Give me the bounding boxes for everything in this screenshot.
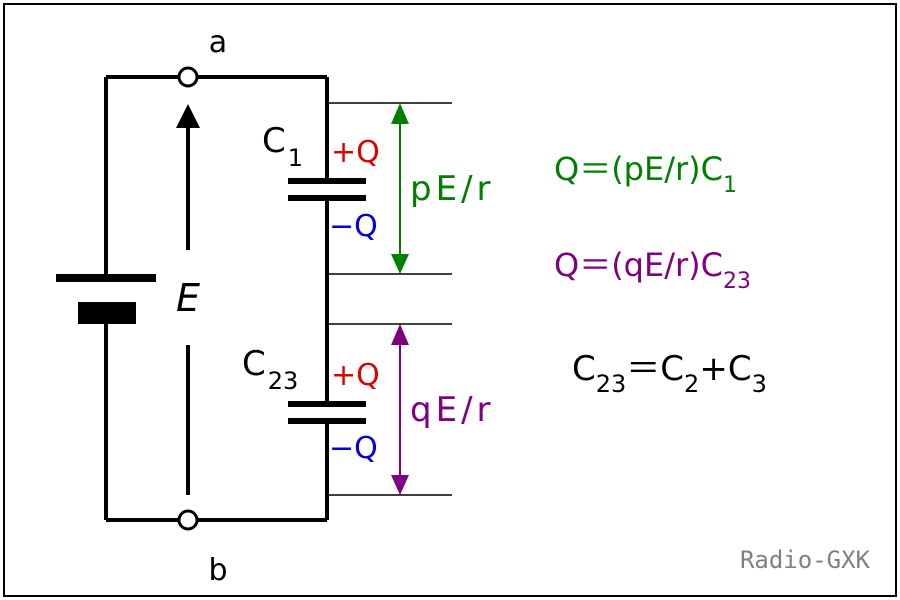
- terminal-a: [177, 66, 199, 88]
- upper-voltage-label: pE/r: [410, 169, 495, 209]
- capacitor-c23-negative-charge: −Q: [329, 431, 378, 466]
- equation-3-subscript-2: 2: [684, 370, 699, 398]
- upper-voltage-arrow: [391, 103, 409, 274]
- equation-1: Q＝(pE/r)C1: [554, 150, 737, 198]
- frame-border: [3, 3, 897, 597]
- terminal-a-label: a: [209, 25, 227, 60]
- voltage-arrow-head: [176, 104, 200, 128]
- lower-voltage-arrow: [391, 324, 409, 495]
- equation-3-subscript-1: 23: [596, 370, 627, 398]
- capacitor-c23-positive-charge: +Q: [331, 358, 380, 393]
- capacitor-c23: [288, 401, 366, 424]
- wires: [104, 75, 329, 522]
- dimension-lines: [327, 102, 452, 496]
- battery-long-plate: [56, 274, 156, 282]
- equation-3: C23＝C2+C3: [572, 349, 767, 398]
- equation-2-subscript: 23: [723, 269, 751, 294]
- capacitor-c1-negative-charge: −Q: [329, 209, 378, 244]
- capacitor-c1-name: C1: [262, 121, 303, 172]
- battery-short-plate: [78, 302, 136, 324]
- battery-label: E: [176, 276, 200, 320]
- terminal-b: [177, 509, 199, 531]
- capacitor-c1: [288, 178, 366, 201]
- equation-2: Q＝(qE/r)C23: [554, 246, 751, 294]
- watermark: Radio-GXK: [740, 546, 871, 574]
- capacitor-c23-subscript: 23: [268, 367, 299, 395]
- equation-3-subscript-3: 3: [752, 370, 767, 398]
- battery-symbol: [56, 274, 156, 324]
- capacitor-c1-subscript: 1: [288, 144, 303, 172]
- capacitor-c23-name: C23: [242, 344, 298, 395]
- equation-1-subscript: 1: [723, 173, 737, 198]
- lower-voltage-label: qE/r: [410, 390, 495, 430]
- capacitor-c1-positive-charge: +Q: [331, 135, 380, 170]
- terminal-b-label: b: [208, 553, 227, 588]
